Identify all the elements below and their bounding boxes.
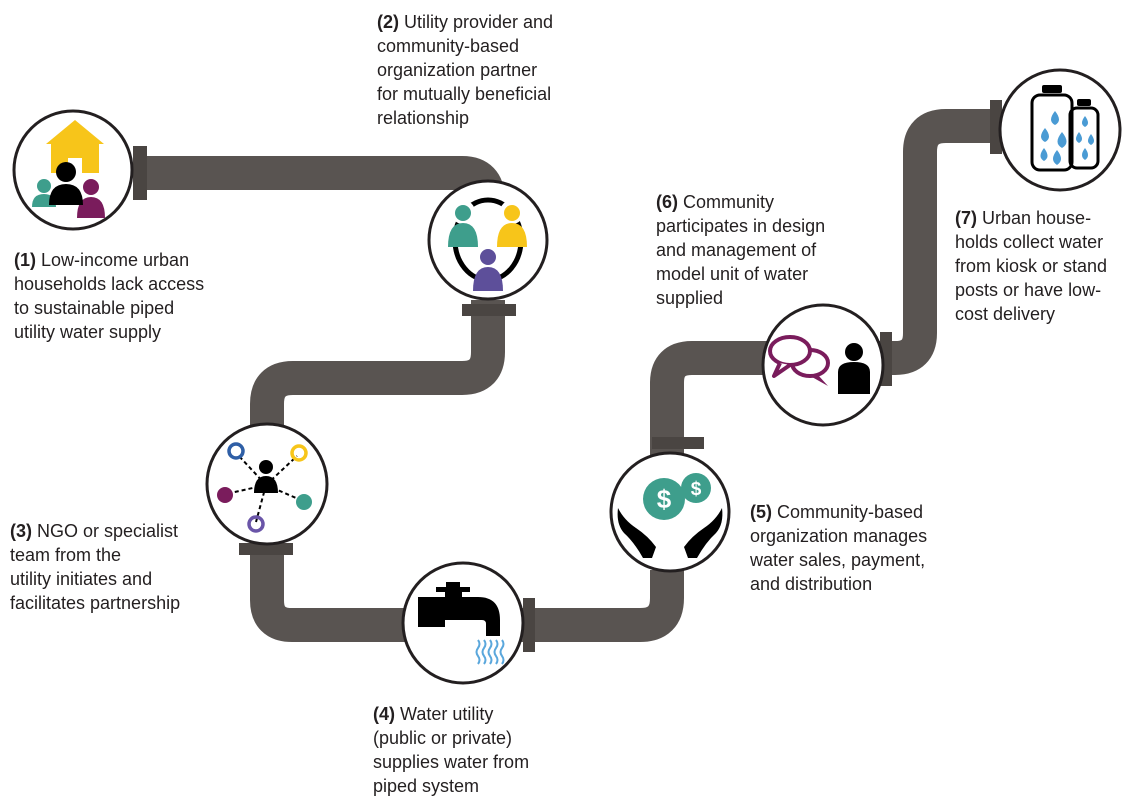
caption-line: utility initiates and	[10, 569, 153, 589]
svg-text:$: $	[657, 484, 672, 514]
caption-line: supplies water from	[373, 752, 530, 772]
caption-line: (6) Community	[656, 192, 775, 212]
caption-line: (2) Utility provider and	[377, 12, 554, 32]
caption-line: to sustainable piped	[14, 298, 175, 318]
flange	[652, 437, 704, 449]
pipe-segment-1-2	[140, 156, 505, 217]
house-shape	[46, 120, 104, 173]
caption-line: (4) Water utility	[373, 704, 494, 724]
speech-person-icon	[761, 303, 885, 427]
caption-line: relationship	[377, 108, 470, 128]
step-number: (5)	[750, 502, 772, 522]
step-number: (6)	[656, 192, 678, 212]
flange	[523, 598, 535, 652]
flange	[239, 543, 293, 555]
svg-text:$: $	[691, 479, 702, 500]
caption-line: organization partner	[377, 60, 538, 80]
pipe-segment-2-3	[250, 300, 505, 432]
caption-line: utility water supply	[14, 322, 162, 342]
step-7-caption: (7) Urban house-holds collect water from …	[955, 206, 1107, 326]
caption-line: participates in design	[656, 216, 826, 236]
caption-line: organization manages	[750, 526, 928, 546]
money-hands-icon: $ $	[609, 451, 731, 573]
caption-line: (1) Low-income urban	[14, 250, 190, 270]
step-4-caption: (4) Water utility (public or private) supp…	[373, 702, 529, 798]
step-number: (4)	[373, 704, 395, 724]
step-5-caption: (5) Community-based organization manages w…	[750, 500, 927, 596]
caption-line: team from the	[10, 545, 122, 565]
pipe-segment-6-7	[878, 109, 1000, 375]
caption-line: (3) NGO or specialist	[10, 521, 179, 541]
step-number: (1)	[14, 250, 36, 270]
step-6-caption: (6) Community participates in design and m…	[656, 190, 825, 310]
flange	[462, 304, 516, 316]
caption-line: (public or private)	[373, 728, 513, 748]
caption-line: and distribution	[750, 574, 873, 594]
caption-line: (7) Urban house-	[955, 208, 1092, 228]
network-facilitator-icon	[205, 422, 329, 546]
water-tap-icon	[401, 561, 525, 685]
pipe-segment-3-4	[250, 535, 420, 642]
flange	[990, 100, 1002, 154]
pipe-flanges	[133, 100, 1002, 652]
caption-line: model unit of water	[656, 264, 809, 284]
step-number: (3)	[10, 521, 32, 541]
caption-line: and management of	[656, 240, 817, 260]
water-containers-icon	[998, 68, 1122, 192]
caption-line: piped system	[373, 776, 480, 796]
caption-line: facilitates partnership	[10, 593, 181, 613]
step-2-caption: (2) Utility provider and community-based o…	[377, 10, 553, 130]
pipe-segment-4-5	[520, 570, 684, 642]
flange	[133, 146, 147, 200]
house-family-icon	[12, 109, 134, 231]
caption-line: posts or have low-	[955, 280, 1102, 300]
step-number: (2)	[377, 12, 399, 32]
caption-line: holds collect water	[955, 232, 1104, 252]
step-1-caption: (1) Low-income urban households lack acce…	[14, 248, 204, 344]
caption-line: households lack access	[14, 274, 205, 294]
caption-line: community-based	[377, 36, 520, 56]
partnership-circle-icon	[427, 179, 549, 301]
step-number: (7)	[955, 208, 977, 228]
step-3-caption: (3) NGO or specialist team from the utilit…	[10, 519, 180, 615]
caption-line: water sales, payment,	[750, 550, 926, 570]
caption-line: (5) Community-based	[750, 502, 924, 522]
pipe-segment-5-6	[650, 341, 770, 465]
caption-line: from kiosk or stand	[955, 256, 1108, 276]
caption-line: supplied	[656, 288, 724, 308]
caption-line: for mutually beneficial	[377, 84, 552, 104]
caption-line: cost delivery	[955, 304, 1056, 324]
